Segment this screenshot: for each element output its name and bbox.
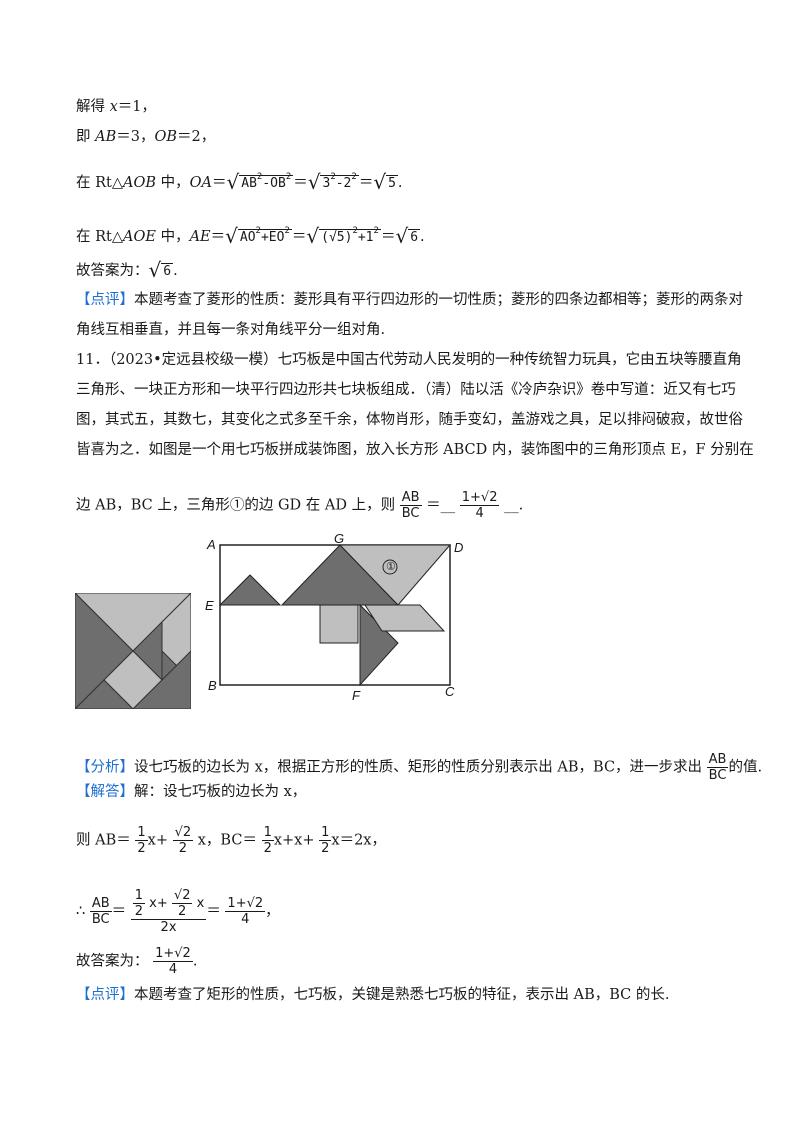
formula-ae: 在 Rt△AOE 中，AE＝√AO2+EO2＝√(√5)2+12＝√6. — [76, 224, 425, 248]
label-c: C — [445, 684, 455, 699]
label-d: D — [454, 540, 464, 555]
label-e: E — [205, 598, 214, 613]
label-f: F — [352, 688, 360, 703]
text-line: 即 AB＝3，OB＝2， — [76, 129, 216, 145]
label-g: G — [334, 531, 345, 546]
text-line: 解得 x＝1， — [76, 99, 157, 115]
comment-tag: 【点评】 — [76, 987, 134, 1003]
label-a: A — [207, 537, 216, 552]
text-line: 【点评】本题考查了菱形的性质：菱形具有平行四边形的一切性质；菱形的四条边都相等；… — [76, 292, 743, 308]
comment-line: 【点评】本题考查了矩形的性质，七巧板，关键是熟悉七巧板的特征，表示出 AB，BC… — [76, 987, 670, 1003]
tangram-square-figure — [75, 593, 191, 709]
text-line: 图，其式五，其数七，其变化之式多至千余，体物肖形，随手变幻，盖游戏之具，足以排闷… — [76, 412, 743, 428]
comment-tag: 【点评】 — [76, 292, 134, 308]
text-line: 三角形、一块正方形和一块平行四边形共七块板组成．（清）陆以活《冷庐杂识》卷中写道… — [76, 382, 736, 398]
analysis-tag: 【分析】 — [76, 759, 134, 776]
analysis-line: 【分析】设七巧板的边长为 x，根据正方形的性质、矩形的性质分别表示出 AB，BC… — [76, 752, 763, 783]
text-line: 故答案为：√6. — [76, 258, 178, 282]
solution-line: 【解答】解：设七巧板的边长为 x， — [76, 784, 307, 800]
question-number: 11．（2023•定远县校级一模）七巧板是中国古代劳动人民发明的一种传统智力玩具… — [76, 352, 742, 368]
label-b: B — [208, 678, 217, 693]
solution-tag: 【解答】 — [76, 784, 134, 800]
text-line: 皆喜为之．如图是一个用七巧板拼成装饰图，放入长方形 ABCD 内，装饰图中的三角… — [76, 442, 754, 458]
formula-oa: 在 Rt△AOB 中，OA＝√AB2-OB2＝√32-22＝√5. — [76, 170, 403, 194]
label-circle-1: ① — [386, 561, 396, 573]
rectangle-abcd-figure — [218, 544, 452, 687]
text-line: 角线互相垂直，并且每一条对角线平分一组对角. — [76, 322, 386, 338]
